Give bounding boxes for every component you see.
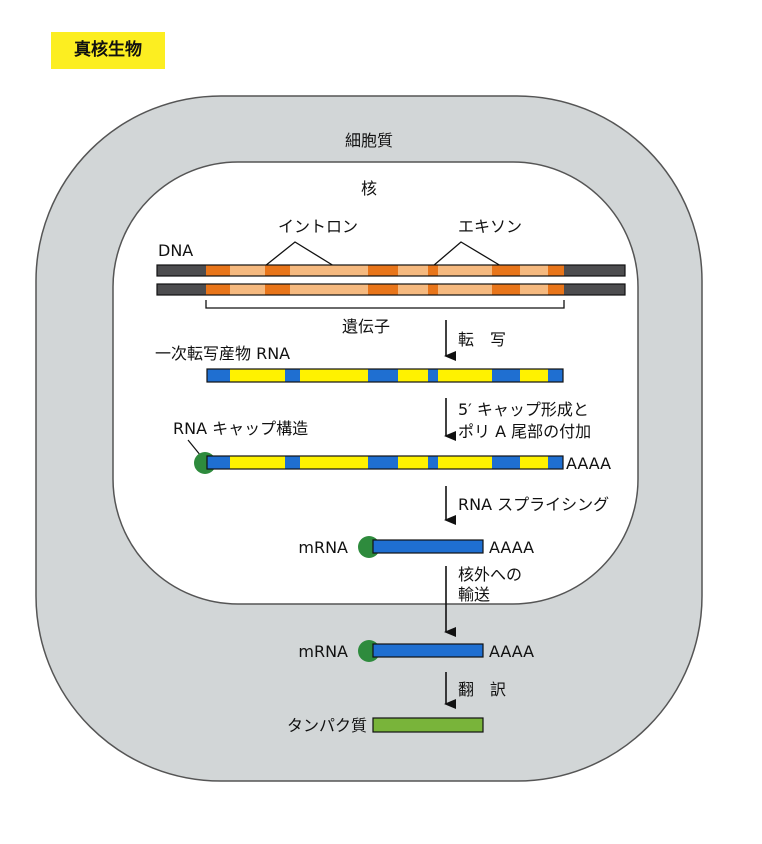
capped-rna-exon-segment: [428, 456, 438, 469]
title-badge: 真核生物: [51, 32, 165, 69]
title-text: 真核生物: [74, 40, 142, 60]
dna-strand-2-exon-segment: [206, 284, 230, 295]
cap-structure-label: RNA キャップ構造: [173, 419, 308, 438]
dna-strand-2-exon-segment: [265, 284, 290, 295]
dna-strand-2-exon-segment: [428, 284, 438, 295]
dna-strand-1-intron-segment: [520, 265, 548, 276]
exon-callout-lines: [432, 241, 502, 267]
dna-strand-1-intron-segment: [230, 265, 265, 276]
step-splicing: RNA スプライシング: [458, 495, 609, 514]
capped-rna-exon-segment: [548, 456, 563, 469]
capped-rna-intron-segment: [398, 456, 428, 469]
capped-rna-intron-segment: [520, 456, 548, 469]
poly-a-tail-1: AAAA: [566, 454, 611, 473]
dna-strand-2-outline: [156, 283, 626, 296]
dna-strand-2-flank-segment: [564, 284, 625, 295]
capped-rna-exon-segment: [492, 456, 520, 469]
primary-rna-intron-segment: [520, 369, 548, 382]
dna-strand-1-intron-segment: [290, 265, 368, 276]
primary-rna-intron-segment: [300, 369, 368, 382]
step-capping-line1: 5′ キャップ形成と: [458, 400, 589, 419]
poly-a-tail-2: AAAA: [489, 538, 534, 557]
dna-strand-1-flank-segment: [564, 265, 625, 276]
primary-rna-outline: [206, 368, 564, 383]
exon-label: エキソン: [458, 217, 522, 236]
dna-strand-1-outline: [156, 264, 626, 277]
dna-strand-2-intron-segment: [230, 284, 265, 295]
dna-strand-1-flank-segment: [157, 265, 206, 276]
dna-double-strand: [156, 264, 626, 296]
dna-strand-1-exon-segment: [368, 265, 398, 276]
dna-strand-1-exon-segment: [492, 265, 520, 276]
dna-strand-2-intron-segment: [438, 284, 492, 295]
capped-rna-exon-segment: [368, 456, 398, 469]
protein-label: タンパク質: [287, 716, 367, 735]
dna-strand-2-intron-segment: [520, 284, 548, 295]
capped-rna-intron-segment: [300, 456, 368, 469]
nucleus-label: 核: [361, 179, 377, 198]
intron-callout-lines: [264, 241, 335, 267]
step-export-line2: 輸送: [458, 585, 490, 604]
dna-strand-1-exon-segment: [206, 265, 230, 276]
gene-bracket: [205, 300, 565, 309]
capped-rna-exon-segment: [207, 456, 230, 469]
primary-rna-exon-segment: [492, 369, 520, 382]
primary-rna-intron-segment: [230, 369, 285, 382]
mrna-nucleus: [372, 539, 484, 554]
dna-strand-1-intron-segment: [438, 265, 492, 276]
mrna-cytoplasm-label: mRNA: [298, 642, 348, 661]
primary-rna-exon-segment: [428, 369, 438, 382]
step-capping-line2: ポリ A 尾部の付加: [458, 422, 591, 441]
mrna-nucleus-label: mRNA: [298, 538, 348, 557]
primary-transcript-rna: [206, 368, 564, 383]
mrna-cytoplasm: [372, 643, 484, 658]
dna-strand-1-exon-segment: [265, 265, 290, 276]
dna-strand-1-exon-segment: [548, 265, 564, 276]
poly-a-tail-3: AAAA: [489, 642, 534, 661]
cytoplasm-label: 細胞質: [345, 131, 393, 150]
step-translation: 翻 訳: [458, 680, 506, 699]
gene-label: 遺伝子: [342, 317, 390, 336]
dna-strand-2-intron-segment: [290, 284, 368, 295]
primary-transcript-label: 一次転写産物 RNA: [155, 344, 290, 363]
cap-callout-line: [187, 439, 202, 457]
dna-strand-2-intron-segment: [398, 284, 428, 295]
primary-rna-exon-segment: [285, 369, 300, 382]
primary-rna-exon-segment: [548, 369, 563, 382]
dna-strand-1-intron-segment: [398, 265, 428, 276]
dna-strand-2-flank-segment: [157, 284, 206, 295]
dna-strand-1-exon-segment: [428, 265, 438, 276]
primary-rna-intron-segment: [398, 369, 428, 382]
intron-label: イントロン: [278, 217, 358, 236]
protein-bar: [372, 717, 484, 733]
step-transcription: 転 写: [458, 330, 506, 349]
dna-strand-2-exon-segment: [368, 284, 398, 295]
primary-rna-exon-segment: [207, 369, 230, 382]
capped-rna-intron-segment: [438, 456, 492, 469]
capped-rna-outline: [206, 455, 564, 470]
capped-polyadenylated-rna: [206, 455, 564, 470]
capped-rna-exon-segment: [285, 456, 300, 469]
dna-strand-2-exon-segment: [492, 284, 520, 295]
nucleus: [112, 161, 639, 605]
dna-label: DNA: [158, 241, 193, 260]
dna-strand-2-exon-segment: [548, 284, 564, 295]
primary-rna-exon-segment: [368, 369, 398, 382]
capped-rna-intron-segment: [230, 456, 285, 469]
step-export-line1: 核外への: [458, 565, 522, 584]
primary-rna-intron-segment: [438, 369, 492, 382]
